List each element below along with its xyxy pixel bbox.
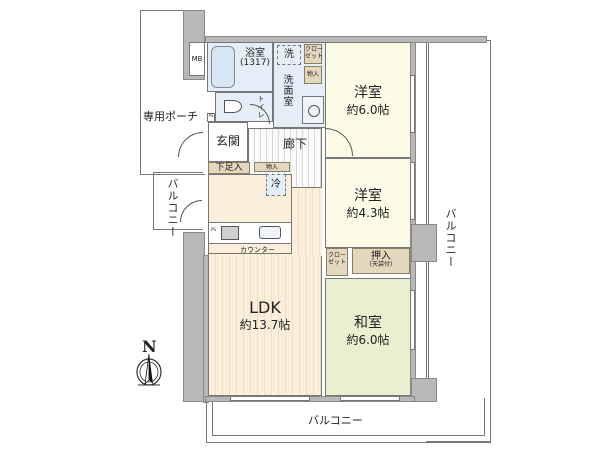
balcony-bottom-inner [212, 398, 485, 436]
shoe-storage: 下足入 [208, 162, 250, 174]
counter-label: カウンター [240, 246, 275, 254]
right-pillar-2 [411, 378, 437, 402]
bathroom: 浴室 (1317) [207, 42, 273, 92]
bottom-exterior-wall [205, 396, 415, 402]
porch-label: 専用ポーチ [143, 110, 198, 123]
sink-icon [302, 96, 324, 124]
ps-box-1: PS [207, 113, 215, 122]
stove-icon [221, 226, 239, 240]
western-room-2 [325, 158, 411, 248]
ps-box-2: PS [211, 227, 216, 232]
entrance: 玄関 [208, 122, 248, 162]
western-room-1-label: 洋室 約6.0帖 [346, 85, 390, 117]
compass-icon [134, 352, 164, 388]
balcony-left-label: バルコニー [166, 178, 179, 238]
kitchen-sink-icon [259, 226, 281, 239]
ldk-room [208, 254, 322, 396]
balcony-bottom-label: バルコニー [308, 414, 363, 427]
storage-washroom: 物入 [304, 66, 322, 84]
closet-room2: クロー ゼット [326, 248, 348, 276]
washer-space: 洗 [277, 45, 301, 65]
bathtub-icon [211, 46, 235, 88]
mb-box: MB [189, 42, 205, 76]
balcony-left-outline [153, 172, 203, 230]
left-lower-wall [183, 232, 205, 402]
closet-washroom: クロー ゼット [304, 44, 323, 64]
oshiire: 押入 (天袋付) [352, 248, 410, 274]
western-room-2-label: 洋室 約4.3帖 [346, 188, 390, 220]
japanese-room-label: 和室 約6.0帖 [346, 315, 390, 347]
ldk-upper-right [292, 188, 322, 256]
balcony-right-inner [426, 42, 429, 380]
toilet-icon [224, 100, 242, 113]
mb-label: MB [191, 55, 203, 63]
kitchen-counter [208, 222, 292, 244]
porch-outline [140, 10, 205, 175]
japanese-room [325, 278, 411, 396]
right-pillar-1 [411, 224, 437, 262]
fridge-space: 冷 [266, 174, 286, 196]
western1-window [410, 75, 415, 133]
japanese-window [410, 290, 415, 350]
western2-window [410, 162, 415, 220]
ldk-label: LDK 約13.7帖 [239, 298, 291, 332]
japanese-bottom-window [340, 396, 400, 401]
hall-storage: 物入 [254, 162, 290, 172]
bathroom-label: 浴室 (1317) [240, 48, 270, 68]
balcony-right-label: バルコニー [444, 208, 457, 268]
ldk-bottom-window [230, 396, 310, 401]
compass-north-label: N [142, 337, 157, 356]
washroom-label: 洗面室 [281, 74, 292, 107]
